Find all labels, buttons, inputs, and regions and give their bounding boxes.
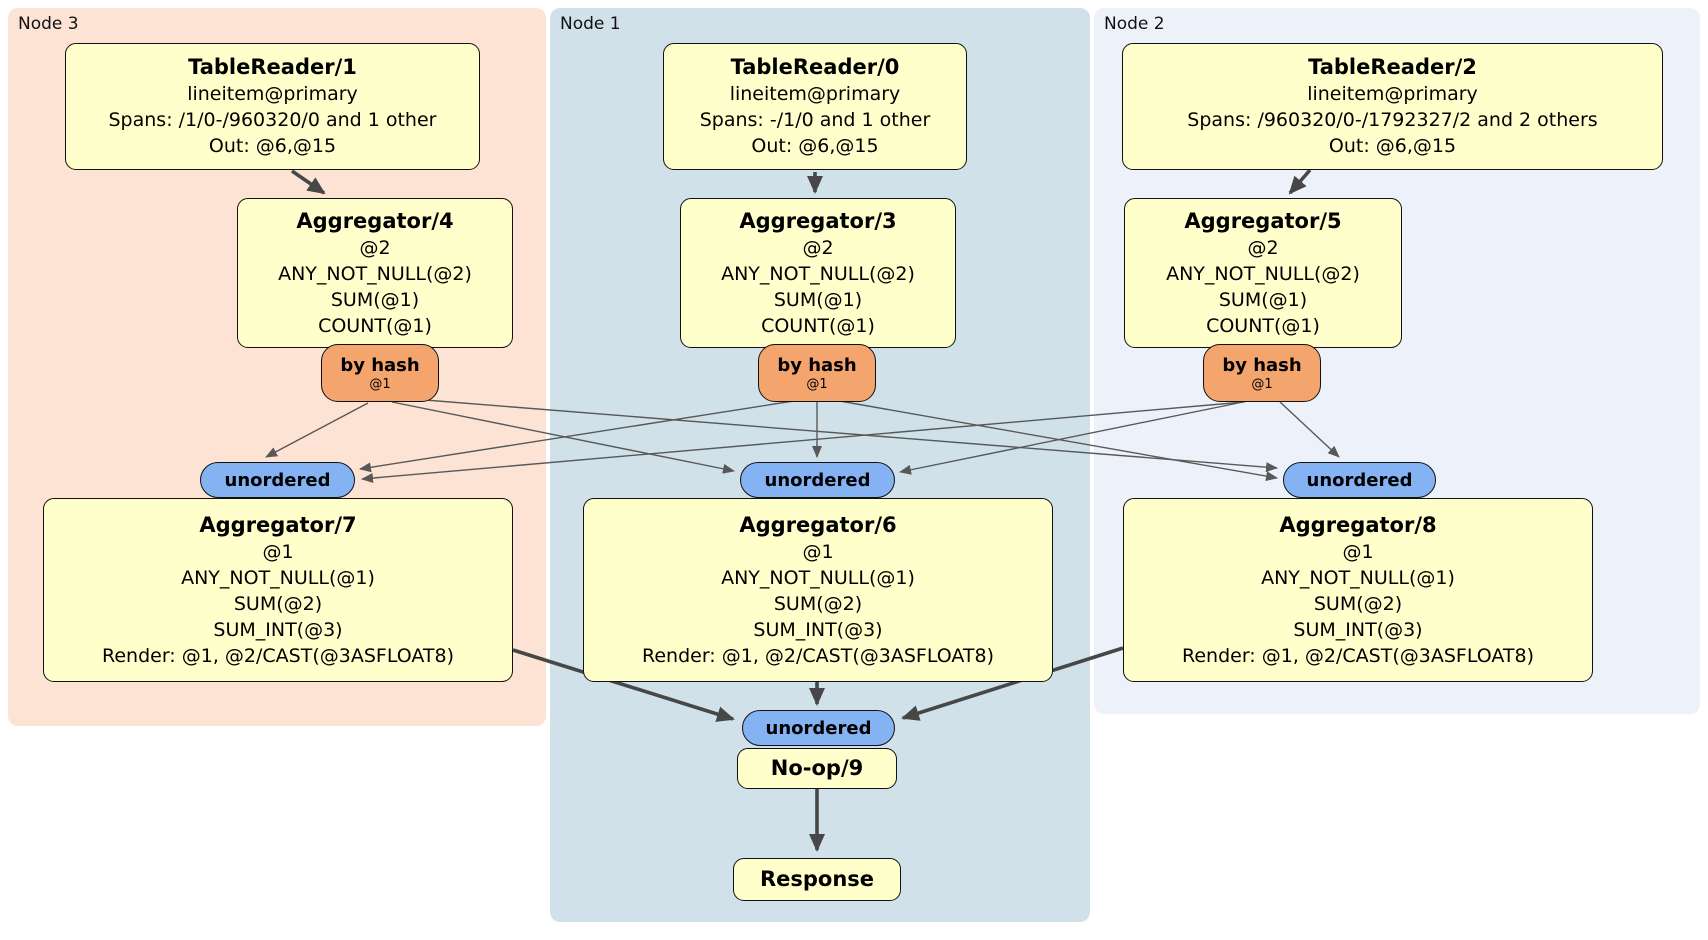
processor-detail: SUM(@2) — [233, 592, 323, 615]
processor-detail: ANY_NOT_NULL(@2) — [1166, 262, 1360, 285]
processor-detail: Out: @6,@15 — [208, 135, 337, 157]
processor-detail: SUM_INT(@3) — [1293, 618, 1423, 641]
processor-detail: ANY_NOT_NULL(@1) — [1261, 566, 1455, 589]
processor-aggregator-7: Aggregator/7 @1 ANY_NOT_NULL(@1) SUM(@2)… — [43, 498, 513, 682]
router-label: by hash — [1222, 354, 1302, 376]
synchronizer-unordered-7: unordered — [200, 462, 355, 498]
processor-detail: Render: @1, @2/CAST(@3ASFLOAT8) — [1182, 644, 1534, 667]
synchronizer-label: unordered — [765, 717, 872, 739]
processor-tablereader-0: TableReader/0 lineitem@primary Spans: -/… — [663, 43, 967, 170]
processor-detail: @1 — [802, 540, 834, 563]
synchronizer-label: unordered — [764, 469, 871, 491]
processor-title: No-op/9 — [770, 756, 864, 780]
processor-detail: lineitem@primary — [729, 83, 901, 105]
processor-detail: SUM(@2) — [773, 592, 863, 615]
region-node1-label: Node 1 — [560, 14, 621, 34]
processor-title: Aggregator/5 — [1184, 208, 1342, 233]
processor-detail: Spans: -/1/0 and 1 other — [699, 109, 931, 131]
processor-title: Aggregator/3 — [739, 208, 897, 233]
processor-detail: ANY_NOT_NULL(@1) — [181, 566, 375, 589]
processor-aggregator-8: Aggregator/8 @1 ANY_NOT_NULL(@1) SUM(@2)… — [1123, 498, 1593, 682]
processor-detail: COUNT(@1) — [318, 314, 432, 337]
region-node2-label: Node 2 — [1104, 14, 1165, 34]
processor-detail: @1 — [1342, 540, 1374, 563]
processor-detail: @1 — [262, 540, 294, 563]
processor-detail: SUM(@1) — [1218, 288, 1308, 311]
processor-detail: Spans: /960320/0-/1792327/2 and 2 others — [1187, 109, 1598, 131]
processor-aggregator-3: Aggregator/3 @2 ANY_NOT_NULL(@2) SUM(@1)… — [680, 198, 956, 348]
processor-detail: SUM(@1) — [330, 288, 420, 311]
processor-detail: SUM(@1) — [773, 288, 863, 311]
synchronizer-label: unordered — [1306, 469, 1413, 491]
processor-title: Aggregator/8 — [1279, 512, 1437, 537]
processor-title: TableReader/0 — [730, 55, 900, 79]
processor-detail: SUM_INT(@3) — [213, 618, 343, 641]
synchronizer-label: unordered — [224, 469, 331, 491]
synchronizer-unordered-8: unordered — [1283, 462, 1436, 498]
router-columns: @1 — [806, 376, 828, 392]
region-node3-label: Node 3 — [18, 14, 79, 34]
processor-title: TableReader/1 — [188, 55, 357, 79]
router-columns: @1 — [369, 376, 391, 392]
processor-detail: COUNT(@1) — [1206, 314, 1320, 337]
processor-title: Response — [759, 867, 875, 891]
processor-detail: @2 — [359, 236, 391, 259]
processor-title: Aggregator/7 — [199, 512, 357, 537]
processor-title: Aggregator/4 — [296, 208, 454, 233]
processor-response: Response — [733, 858, 901, 901]
processor-detail: COUNT(@1) — [761, 314, 875, 337]
flow-edges — [290, 168, 1312, 852]
synchronizer-unordered-6: unordered — [740, 462, 895, 498]
processor-tablereader-1: TableReader/1 lineitem@primary Spans: /1… — [65, 43, 480, 170]
processor-title: Aggregator/6 — [739, 512, 897, 537]
processor-tablereader-2: TableReader/2 lineitem@primary Spans: /9… — [1122, 43, 1663, 170]
processor-detail: ANY_NOT_NULL(@2) — [278, 262, 472, 285]
processor-detail: ANY_NOT_NULL(@2) — [721, 262, 915, 285]
processor-no-op-9: No-op/9 — [737, 748, 897, 789]
processor-detail: @2 — [1247, 236, 1279, 259]
router-columns: @1 — [1251, 376, 1273, 392]
processor-detail: lineitem@primary — [1307, 83, 1478, 105]
router-fanout-edges — [265, 397, 1340, 484]
processor-aggregator-6: Aggregator/6 @1 ANY_NOT_NULL(@1) SUM(@2)… — [583, 498, 1053, 682]
router-label: by hash — [777, 354, 857, 376]
router-by-hash-5: by hash @1 — [1203, 344, 1321, 402]
router-by-hash-4: by hash @1 — [321, 344, 439, 402]
processor-title: TableReader/2 — [1308, 55, 1477, 79]
processor-detail: Spans: /1/0-/960320/0 and 1 other — [108, 109, 437, 131]
router-label: by hash — [340, 354, 420, 376]
processor-aggregator-5: Aggregator/5 @2 ANY_NOT_NULL(@2) SUM(@1)… — [1124, 198, 1402, 348]
processor-detail: SUM_INT(@3) — [753, 618, 883, 641]
processor-detail: @2 — [802, 236, 834, 259]
processor-detail: Out: @6,@15 — [751, 135, 879, 157]
processor-detail: Out: @6,@15 — [1328, 135, 1457, 157]
processor-detail: Render: @1, @2/CAST(@3ASFLOAT8) — [102, 644, 454, 667]
processor-detail: Render: @1, @2/CAST(@3ASFLOAT8) — [642, 644, 994, 667]
processor-aggregator-4: Aggregator/4 @2 ANY_NOT_NULL(@2) SUM(@1)… — [237, 198, 513, 348]
processor-detail: SUM(@2) — [1313, 592, 1403, 615]
processor-detail: lineitem@primary — [187, 83, 358, 105]
router-by-hash-3: by hash @1 — [758, 344, 876, 402]
synchronizer-unordered-9: unordered — [742, 710, 895, 746]
processor-detail: ANY_NOT_NULL(@1) — [721, 566, 915, 589]
